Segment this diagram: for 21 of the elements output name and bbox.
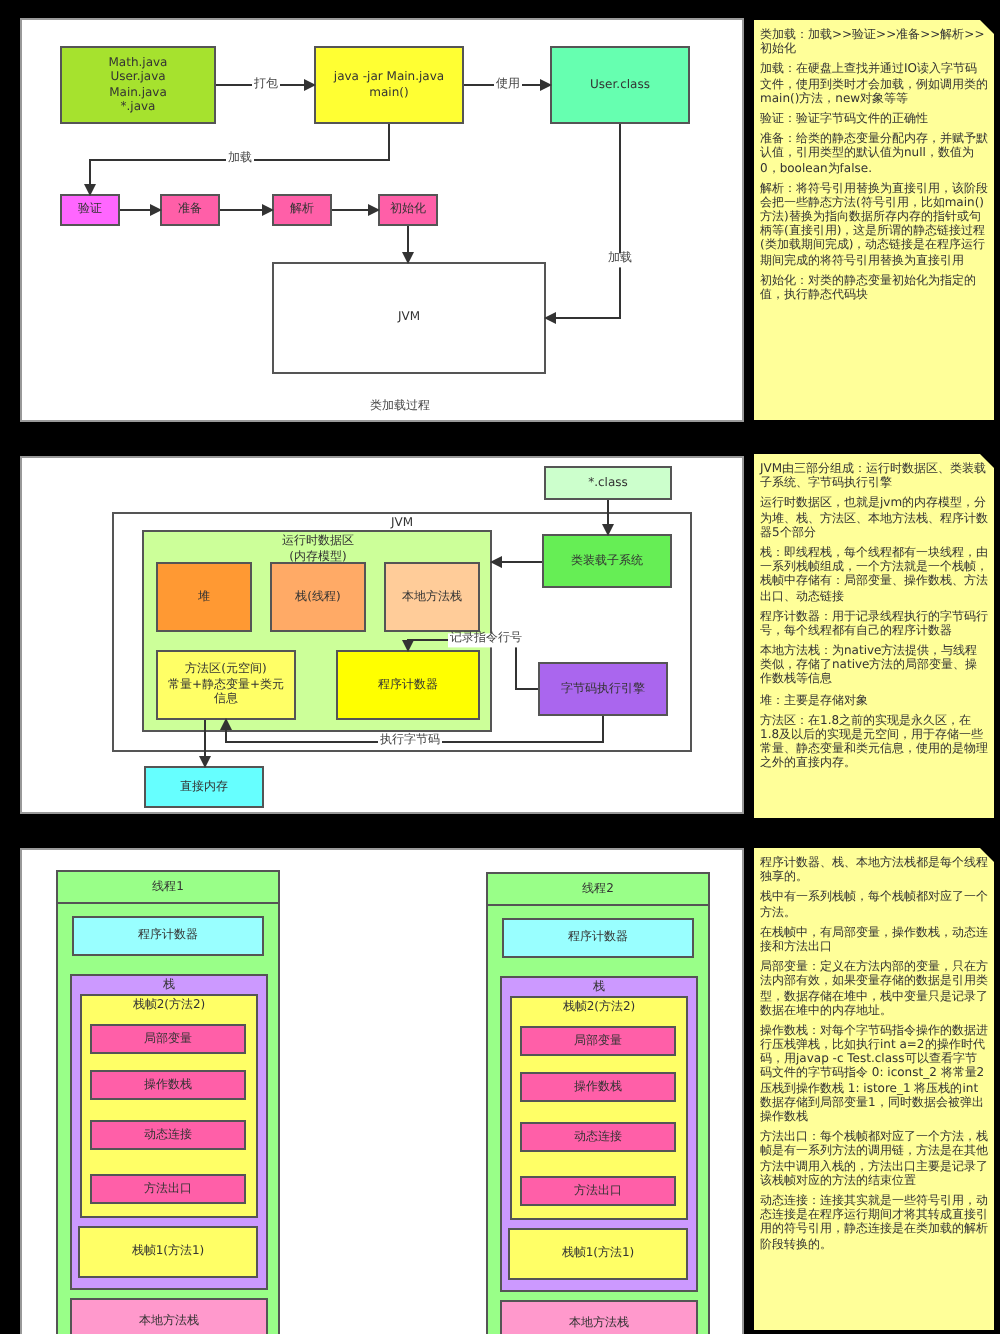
arrow (402, 225, 414, 264)
frame-box (80, 994, 258, 1218)
method-area-box (156, 650, 296, 720)
stack-box (500, 976, 698, 1292)
arrow (331, 204, 380, 216)
thread-box (486, 872, 710, 1334)
arrow (602, 499, 614, 536)
arrow (84, 123, 390, 196)
arrow (544, 123, 621, 324)
sticky-note (754, 848, 994, 1330)
frame-box (510, 996, 688, 1220)
arrow (219, 204, 274, 216)
jvm-box (112, 512, 692, 752)
arrow (119, 204, 162, 216)
sticky-note (754, 20, 994, 420)
stack-box (70, 974, 268, 1290)
arrow (463, 79, 552, 91)
arrow (199, 719, 211, 768)
arrow (490, 556, 543, 569)
sticky-note (754, 454, 994, 818)
thread-box (56, 870, 280, 1334)
